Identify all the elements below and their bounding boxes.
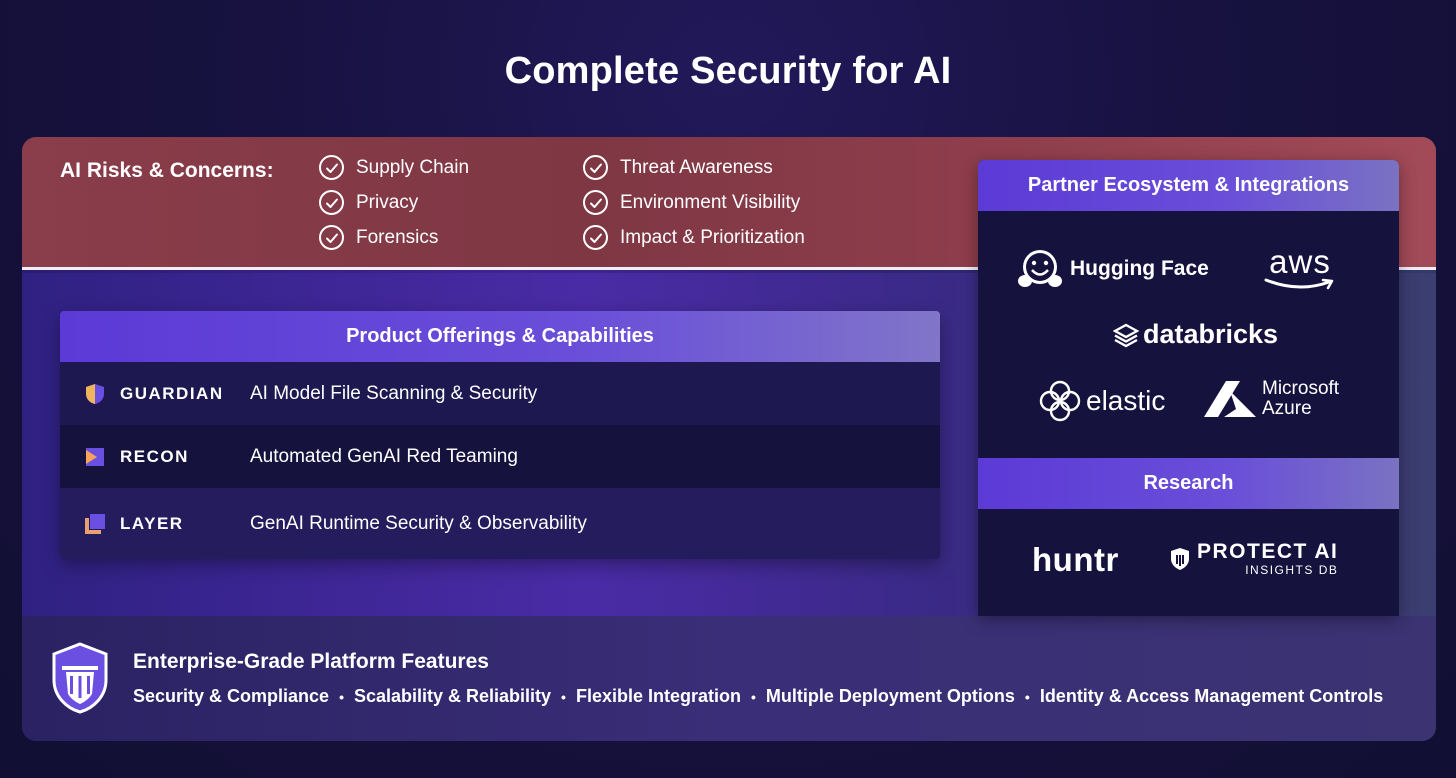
product-name: LAYER bbox=[120, 513, 184, 533]
databricks-text: databricks bbox=[1143, 319, 1279, 349]
huntr-logo: huntr bbox=[1032, 541, 1119, 579]
research-logos: huntr PROTECT AI INSIGHTS DB bbox=[978, 509, 1399, 616]
feature-separator: • bbox=[750, 688, 756, 705]
risk-item-label: Threat Awareness bbox=[620, 156, 773, 178]
hugging-face-text: Hugging Face bbox=[1070, 257, 1209, 280]
product-row-layer[interactable]: LAYER GenAI Runtime Security & Observabi… bbox=[60, 488, 940, 559]
risk-item: Forensics bbox=[319, 225, 438, 250]
product-desc: GenAI Runtime Security & Observability bbox=[250, 512, 587, 534]
risk-item: Threat Awareness bbox=[583, 155, 773, 180]
azure-icon bbox=[1204, 381, 1256, 417]
feature-item: Multiple Deployment Options bbox=[765, 686, 1015, 706]
protect-ai-shield-icon bbox=[1171, 548, 1189, 570]
elastic-logo: elastic bbox=[1038, 379, 1165, 423]
aws-text: aws bbox=[1269, 243, 1331, 280]
protect-ai-text: PROTECT AI bbox=[1197, 540, 1339, 563]
hugging-face-icon bbox=[1018, 250, 1062, 287]
elastic-icon bbox=[1039, 380, 1081, 422]
risk-item: Privacy bbox=[319, 190, 418, 215]
microsoft-text: Microsoft bbox=[1262, 378, 1340, 399]
product-row-recon[interactable]: RECON Automated GenAI Red Teaming bbox=[60, 425, 940, 488]
risk-item-label: Supply Chain bbox=[356, 156, 470, 178]
feature-separator: • bbox=[1024, 688, 1030, 705]
risk-item: Environment Visibility bbox=[583, 190, 800, 215]
risk-item-label: Impact & Prioritization bbox=[620, 226, 805, 248]
check-circle-icon bbox=[583, 225, 608, 250]
protect-ai-logo: PROTECT AI INSIGHTS DB bbox=[1170, 541, 1338, 577]
check-circle-icon bbox=[583, 155, 608, 180]
enterprise-features: Security & Compliance • Scalability & Re… bbox=[133, 686, 1383, 707]
product-name: RECON bbox=[120, 446, 189, 466]
research-header: Research bbox=[978, 458, 1399, 509]
risk-item-label: Privacy bbox=[356, 191, 419, 213]
azure-text: Azure bbox=[1262, 398, 1312, 419]
hugging-face-logo: Hugging Face bbox=[1016, 247, 1209, 291]
product-desc: AI Model File Scanning & Security bbox=[250, 382, 538, 404]
layer-icon bbox=[85, 513, 105, 534]
aws-logo: aws bbox=[1263, 243, 1337, 291]
databricks-logo: databricks bbox=[1113, 319, 1278, 350]
risk-item: Supply Chain bbox=[319, 155, 469, 180]
recon-icon bbox=[86, 447, 104, 466]
databricks-icon bbox=[1113, 323, 1139, 347]
offerings-header: Product Offerings & Capabilities bbox=[60, 311, 940, 362]
enterprise-band: Enterprise-Grade Platform Features Secur… bbox=[22, 616, 1436, 741]
product-name: GUARDIAN bbox=[120, 383, 224, 403]
feature-separator: • bbox=[561, 688, 566, 705]
risk-label: AI Risks & Concerns: bbox=[60, 159, 274, 182]
risk-item-label: Forensics bbox=[356, 226, 439, 248]
product-offerings-card: Product Offerings & Capabilities GUARDIA… bbox=[60, 311, 940, 559]
check-circle-icon bbox=[319, 190, 344, 215]
feature-item: Scalability & Reliability bbox=[353, 686, 552, 706]
feature-item: Identity & Access Management Controls bbox=[1039, 686, 1384, 706]
protect-ai-text-block: PROTECT AI INSIGHTS DB bbox=[1197, 540, 1339, 578]
insights-db-text: INSIGHTS DB bbox=[1245, 563, 1339, 577]
product-desc: Automated GenAI Red Teaming bbox=[250, 445, 518, 467]
elastic-text: elastic bbox=[1086, 385, 1166, 416]
page-title: Complete Security for AI bbox=[504, 50, 952, 92]
risk-item: Impact & Prioritization bbox=[583, 225, 805, 250]
feature-separator: • bbox=[339, 688, 344, 705]
feature-item: Flexible Integration bbox=[575, 686, 741, 706]
aws-smile-icon bbox=[1264, 278, 1334, 290]
partner-logos: Hugging Face aws databricks bbox=[978, 211, 1399, 458]
shield-icon bbox=[52, 642, 108, 714]
microsoft-azure-text: Microsoft Azure bbox=[1262, 379, 1339, 419]
enterprise-title: Enterprise-Grade Platform Features bbox=[133, 650, 489, 673]
check-circle-icon bbox=[583, 190, 608, 215]
huntr-text: huntr bbox=[1032, 541, 1119, 578]
check-circle-icon bbox=[319, 225, 344, 250]
feature-item: Security & Compliance bbox=[133, 686, 330, 706]
guardian-icon bbox=[86, 383, 104, 404]
partner-ecosystem-card: Partner Ecosystem & Integrations Hugging… bbox=[978, 160, 1399, 616]
partner-header: Partner Ecosystem & Integrations bbox=[978, 160, 1399, 211]
check-circle-icon bbox=[319, 155, 344, 180]
product-row-guardian[interactable]: GUARDIAN AI Model File Scanning & Securi… bbox=[60, 362, 940, 425]
risk-item-label: Environment Visibility bbox=[620, 191, 801, 213]
microsoft-azure-logo: Microsoft Azure bbox=[1204, 379, 1339, 419]
